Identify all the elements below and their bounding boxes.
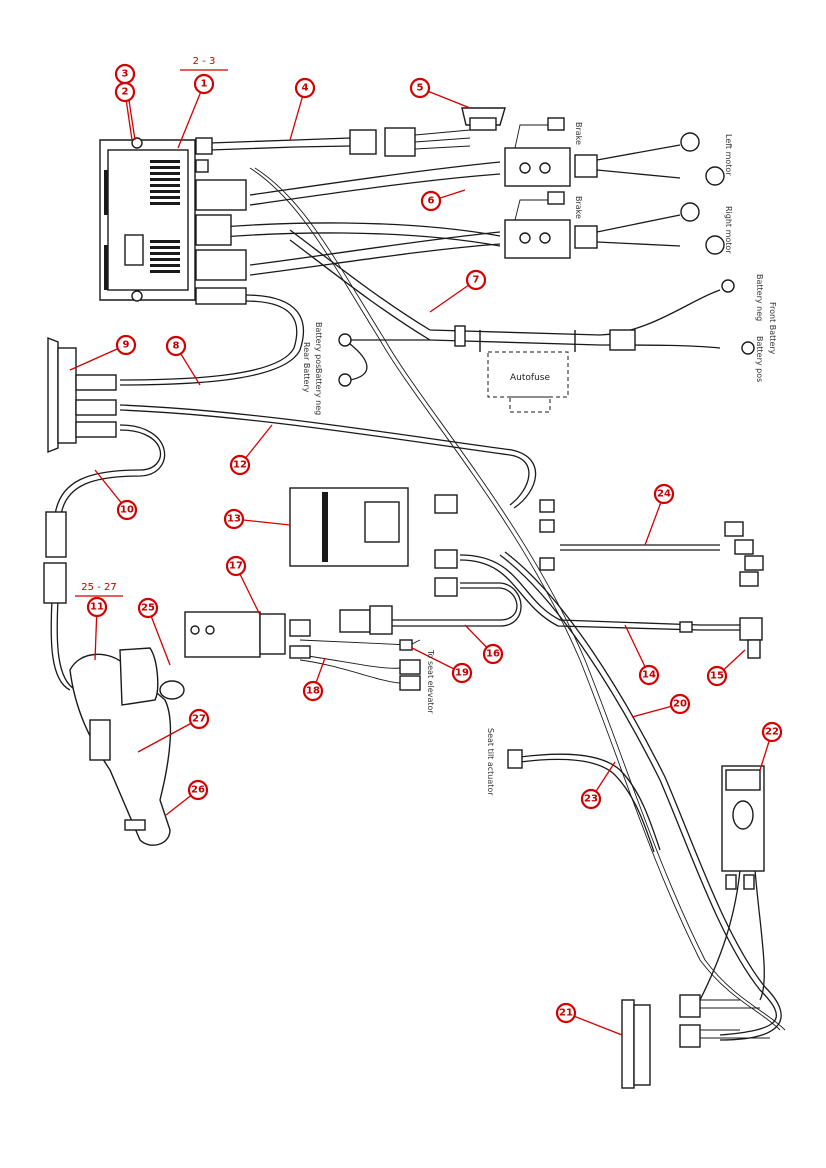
callout-4: 4	[294, 77, 316, 99]
callout-23: 23	[580, 788, 602, 810]
controller-module	[99, 137, 247, 305]
svg-text:25: 25	[141, 603, 155, 614]
text-labels: Brake Brake Left motor Right motor Front…	[302, 122, 777, 796]
svg-text:19: 19	[455, 668, 469, 679]
svg-text:10: 10	[120, 505, 134, 516]
svg-text:9: 9	[123, 340, 130, 351]
callouts: 1 2 3 4 5 6 7 8 9 10 11 12 13 14 15 16 1…	[86, 63, 783, 1024]
label-battery-neg-front: Battery neg	[755, 274, 764, 321]
callout-16: 16	[482, 643, 504, 665]
switch-component	[461, 107, 506, 131]
motor-connector-right	[504, 191, 725, 259]
callout-8: 8	[165, 335, 187, 357]
label-rear-battery: Rear Battery	[302, 342, 311, 393]
controller-fins	[150, 160, 180, 273]
callout-9: 9	[115, 334, 137, 356]
callout-27: 27	[188, 708, 210, 730]
callout-17: 17	[225, 555, 247, 577]
svg-text:18: 18	[306, 686, 320, 697]
label-left-motor: Left motor	[724, 134, 733, 176]
label-autofuse: Autofuse	[510, 373, 550, 383]
callout-21: 21	[555, 1002, 577, 1024]
svg-text:8: 8	[173, 341, 180, 352]
connector-harness	[349, 127, 471, 157]
callout-6: 6	[420, 190, 442, 212]
svg-text:20: 20	[673, 699, 687, 710]
warning-label-sticker	[289, 487, 409, 567]
callout-5: 5	[409, 77, 431, 99]
svg-text:13: 13	[227, 514, 241, 525]
label-seat-tilt-actuator: Seat tilt actuator	[486, 728, 495, 796]
label-brake-2: Brake	[574, 196, 583, 219]
svg-text:16: 16	[486, 649, 500, 660]
callout-12: 12	[229, 454, 251, 476]
callout-18: 18	[302, 680, 324, 702]
svg-text:6: 6	[428, 196, 435, 207]
svg-text:27: 27	[192, 714, 206, 725]
cables	[50, 137, 786, 1041]
autofuse-box	[479, 330, 576, 413]
actuator-module	[721, 765, 765, 890]
callout-2: 2	[114, 81, 136, 103]
callout-26: 26	[187, 779, 209, 801]
callout-14: 14	[638, 664, 660, 686]
label-battery-pos-rear: Battery pos	[314, 322, 323, 368]
svg-text:21: 21	[559, 1008, 573, 1019]
svg-text:4: 4	[302, 83, 309, 94]
svg-text:17: 17	[229, 561, 243, 572]
svg-text:2: 2	[122, 87, 129, 98]
callout-20: 20	[669, 693, 691, 715]
switch-panel	[621, 994, 770, 1089]
middle-connectors	[434, 494, 555, 597]
label-right-motor: Right motor	[724, 206, 733, 254]
callout-24: 24	[653, 483, 675, 505]
battery-terminals	[338, 279, 755, 387]
svg-text:24: 24	[657, 489, 671, 500]
group-label-top: 2 - 3	[193, 56, 216, 67]
callout-13: 13	[223, 508, 245, 530]
label-front-battery: Front Battery	[768, 302, 777, 355]
svg-text:26: 26	[191, 785, 205, 796]
svg-text:7: 7	[473, 275, 480, 286]
callout-7: 7	[465, 269, 487, 291]
svg-text:14: 14	[642, 670, 656, 681]
svg-text:12: 12	[233, 460, 247, 471]
svg-text:23: 23	[584, 794, 598, 805]
svg-text:22: 22	[765, 727, 779, 738]
callout-1: 1	[193, 73, 215, 95]
callout-11: 11	[86, 596, 108, 618]
label-battery-neg-rear: Battery neg	[314, 368, 323, 415]
callout-22: 22	[761, 721, 783, 743]
label-brake-1: Brake	[574, 122, 583, 145]
callout-10: 10	[116, 499, 138, 521]
interface-panel	[47, 336, 117, 454]
inline-connector	[43, 511, 67, 604]
end-connectors-24	[724, 521, 764, 587]
motor-connector-left	[504, 117, 725, 187]
elevator-connectors	[399, 639, 421, 691]
label-to-seat-elevator: To seat elevator	[426, 649, 435, 714]
callout-25: 25	[137, 597, 159, 619]
svg-text:3: 3	[122, 69, 129, 80]
seat-controller-module	[184, 605, 393, 659]
svg-text:11: 11	[90, 602, 104, 613]
svg-text:5: 5	[417, 83, 424, 94]
seat-tilt-connector	[507, 749, 523, 769]
callout-19: 19	[451, 662, 473, 684]
callout-15: 15	[706, 665, 728, 687]
switch-15	[679, 617, 763, 659]
svg-text:15: 15	[710, 671, 724, 682]
label-battery-pos-front: Battery pos	[755, 336, 764, 382]
joystick-module	[69, 647, 185, 846]
group-label-joystick: 25 - 27	[81, 582, 116, 593]
svg-text:1: 1	[201, 79, 208, 90]
callout-3: 3	[114, 63, 136, 85]
